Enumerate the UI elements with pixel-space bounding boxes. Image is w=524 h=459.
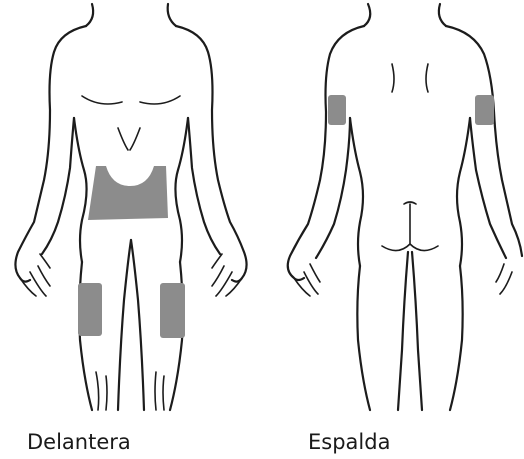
right-thigh-injection-zone [160, 283, 185, 338]
front-body-figure [15, 4, 246, 410]
front-view-label: Delantera [27, 430, 131, 454]
back-body-figure [288, 4, 522, 410]
right-upper-arm-injection-zone [475, 95, 494, 125]
left-thigh-injection-zone [78, 283, 102, 336]
left-upper-arm-injection-zone [328, 95, 346, 125]
abdomen-injection-zone [88, 166, 168, 220]
back-view-label: Espalda [308, 430, 390, 454]
